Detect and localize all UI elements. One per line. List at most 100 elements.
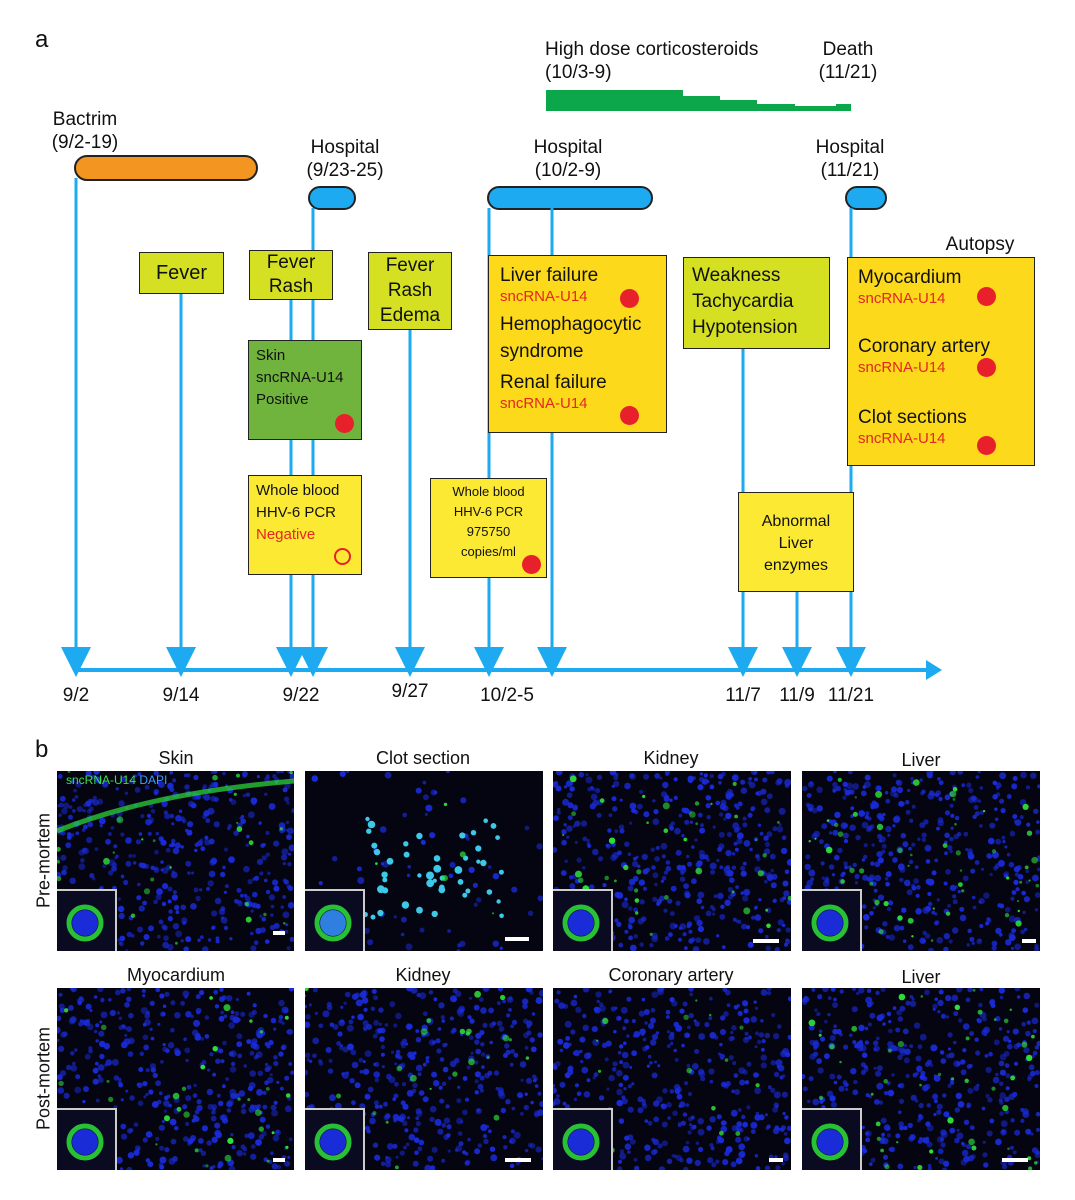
- nucleus-dot: [61, 869, 67, 876]
- nucleus-dot: [229, 1014, 236, 1021]
- nucleus-dot: [668, 1034, 675, 1041]
- nucleus-dot: [651, 1033, 659, 1040]
- nucleus-dot: [119, 941, 124, 947]
- stain-dot: [732, 781, 737, 786]
- nucleus-dot: [970, 868, 976, 874]
- nucleus-dot: [913, 1166, 917, 1170]
- nucleus-dot: [573, 994, 578, 999]
- nucleus-dot: [162, 1004, 167, 1008]
- nucleus-dot: [350, 1049, 357, 1056]
- nucleus-dot: [400, 1062, 406, 1068]
- nucleus-dot: [1022, 910, 1026, 915]
- nucleus-dot: [140, 941, 145, 946]
- nucleus-dot: [503, 1145, 508, 1150]
- nucleus-dot: [351, 1061, 359, 1069]
- nucleus-dot: [1004, 906, 1011, 913]
- nucleus-dot: [773, 1091, 781, 1099]
- nucleus-dot: [962, 1023, 970, 1030]
- nucleus-dot: [406, 988, 413, 992]
- nucleus-dot: [730, 1161, 737, 1168]
- nucleus-dot: [58, 813, 62, 817]
- nucleus-dot: [89, 873, 95, 879]
- nucleus-dot: [697, 1128, 705, 1136]
- nucleus-dot: [136, 1082, 141, 1087]
- nucleus-dot: [911, 997, 915, 1001]
- nucleus-dot: [1000, 1120, 1008, 1128]
- nucleus-dot: [734, 847, 739, 852]
- nucleus-dot: [622, 1026, 627, 1031]
- stain-dot: [649, 932, 653, 936]
- nucleus-dot: [595, 788, 601, 794]
- nucleus-dot: [865, 1131, 870, 1136]
- nucleus-dot: [202, 795, 206, 799]
- cell-dot: [416, 906, 423, 914]
- nucleus-dot: [57, 1015, 62, 1022]
- nucleus-dot: [72, 809, 76, 813]
- nucleus-dot: [215, 1131, 222, 1139]
- nucleus-dot: [92, 1078, 99, 1085]
- nucleus-dot: [75, 831, 80, 836]
- nucleus-dot: [143, 1095, 147, 1099]
- nucleus-dot: [167, 944, 174, 951]
- nucleus-dot: [986, 917, 992, 923]
- positive-marker-dot: [522, 555, 541, 574]
- nucleus-dot: [74, 1048, 78, 1052]
- nucleus-dot: [474, 1071, 481, 1078]
- nucleus-dot: [354, 992, 361, 998]
- stain-dot: [762, 853, 767, 858]
- nucleus-dot: [882, 812, 886, 817]
- nucleus-dot: [939, 1050, 945, 1055]
- nucleus-dot: [881, 1132, 885, 1137]
- nucleus-dot: [716, 1136, 723, 1142]
- nucleus-dot: [281, 1044, 287, 1050]
- nucleus-dot: [174, 1125, 179, 1131]
- nucleus-dot: [943, 933, 950, 940]
- nucleus-dot: [119, 935, 126, 942]
- nucleus-dot: [637, 1107, 644, 1114]
- micrograph-coronary: [553, 988, 791, 1170]
- nucleus-dot: [643, 886, 647, 891]
- nucleus-dot: [956, 1132, 964, 1140]
- nucleus-dot: [86, 1018, 90, 1023]
- nucleus-dot: [225, 1077, 229, 1081]
- nucleus-dot: [862, 874, 869, 881]
- nucleus-dot: [913, 1022, 921, 1029]
- nucleus-dot: [268, 1039, 274, 1046]
- nucleus-dot: [631, 1050, 637, 1057]
- nucleus-dot: [781, 1125, 786, 1131]
- nucleus-dot: [566, 792, 573, 798]
- nucleus-dot: [510, 1024, 514, 1029]
- nucleus-dot: [953, 1011, 959, 1017]
- nucleus-dot: [726, 1003, 731, 1008]
- nucleus-dot: [449, 995, 457, 1003]
- nucleus-dot: [527, 1142, 533, 1148]
- nucleus-dot: [684, 946, 688, 950]
- nucleus-dot: [492, 873, 500, 880]
- stain-dot: [112, 851, 115, 854]
- nucleus-dot: [339, 771, 346, 777]
- nucleus-dot: [898, 1121, 904, 1127]
- nucleus-dot: [956, 832, 962, 837]
- nucleus-dot: [120, 776, 127, 783]
- nucleus-dot: [989, 872, 993, 877]
- stain-dot: [141, 838, 144, 841]
- stain-dot: [285, 1145, 289, 1149]
- scale-bar: [1002, 1158, 1028, 1162]
- nucleus-dot: [718, 843, 725, 850]
- nucleus-dot: [708, 1068, 715, 1075]
- nucleus-dot: [623, 1041, 627, 1045]
- stain-dot: [954, 822, 957, 826]
- nucleus-dot: [760, 1062, 767, 1069]
- nucleus-dot: [359, 991, 367, 999]
- nucleus-dot: [709, 1079, 714, 1084]
- nucleus-dot: [897, 1083, 902, 1088]
- nucleus-dot: [427, 1155, 434, 1162]
- cell-dot: [382, 877, 388, 883]
- nucleus-dot: [844, 865, 849, 870]
- nucleus-dot: [650, 1149, 657, 1156]
- clot-marker-dot: [977, 436, 996, 455]
- nucleus-dot: [854, 881, 859, 885]
- nucleus-dot: [395, 1053, 401, 1059]
- nucleus-dot: [669, 922, 677, 930]
- inset-nucleus: [72, 910, 98, 936]
